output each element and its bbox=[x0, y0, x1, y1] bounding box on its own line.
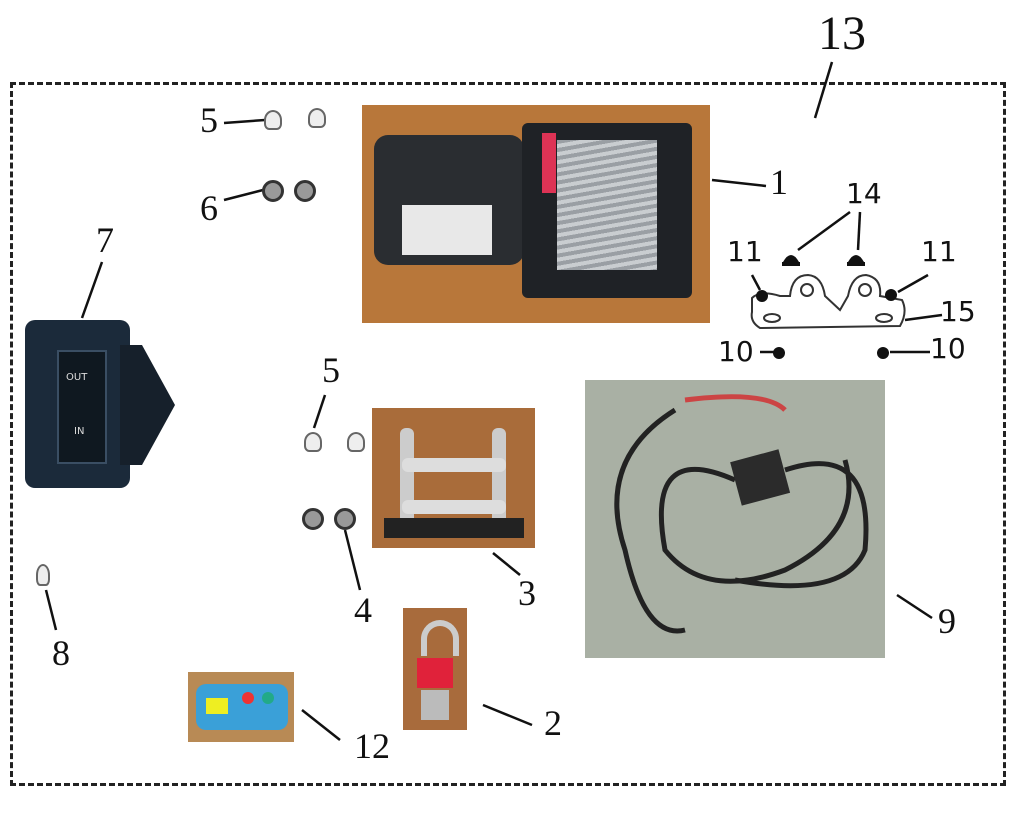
nut bbox=[302, 508, 324, 530]
assembly-boundary bbox=[10, 82, 1006, 786]
remote-photo bbox=[188, 672, 294, 742]
winch-photo bbox=[362, 105, 710, 323]
callout-9: 9 bbox=[938, 601, 956, 641]
callout-8: 8 bbox=[52, 633, 70, 673]
nut bbox=[334, 508, 356, 530]
hook-photo bbox=[403, 608, 467, 730]
rocker-switch-photo: OUT IN bbox=[25, 320, 175, 490]
bracket-plate bbox=[750, 273, 906, 330]
bolt bbox=[264, 110, 282, 130]
callout-2: 2 bbox=[544, 703, 562, 743]
callout-15: 15 bbox=[940, 295, 976, 328]
callout-7: 7 bbox=[96, 220, 114, 260]
roller-fairlead-photo bbox=[372, 408, 535, 548]
callout-12: 12 bbox=[354, 726, 390, 766]
callout-3: 3 bbox=[518, 573, 536, 613]
callout-5-top: 5 bbox=[200, 100, 218, 140]
bolt bbox=[304, 432, 322, 452]
callout-13: 13 bbox=[818, 7, 866, 60]
screw bbox=[36, 564, 50, 586]
callout-5-fairlead: 5 bbox=[322, 350, 340, 390]
callout-11-right: 11 bbox=[921, 235, 957, 268]
bolt bbox=[308, 108, 326, 128]
switch-in-label: IN bbox=[74, 426, 85, 437]
nut bbox=[262, 180, 284, 202]
callout-1: 1 bbox=[770, 162, 788, 202]
bolt bbox=[347, 432, 365, 452]
callout-6: 6 bbox=[200, 188, 218, 228]
switch-out-label: OUT bbox=[66, 372, 88, 383]
callout-14: 14 bbox=[846, 177, 882, 210]
callout-4: 4 bbox=[354, 590, 372, 630]
callout-10-right: 10 bbox=[930, 332, 966, 365]
callout-10-left: 10 bbox=[718, 335, 754, 368]
callout-11-left: 11 bbox=[727, 235, 763, 268]
wiring-harness-photo bbox=[585, 380, 885, 658]
nut bbox=[294, 180, 316, 202]
